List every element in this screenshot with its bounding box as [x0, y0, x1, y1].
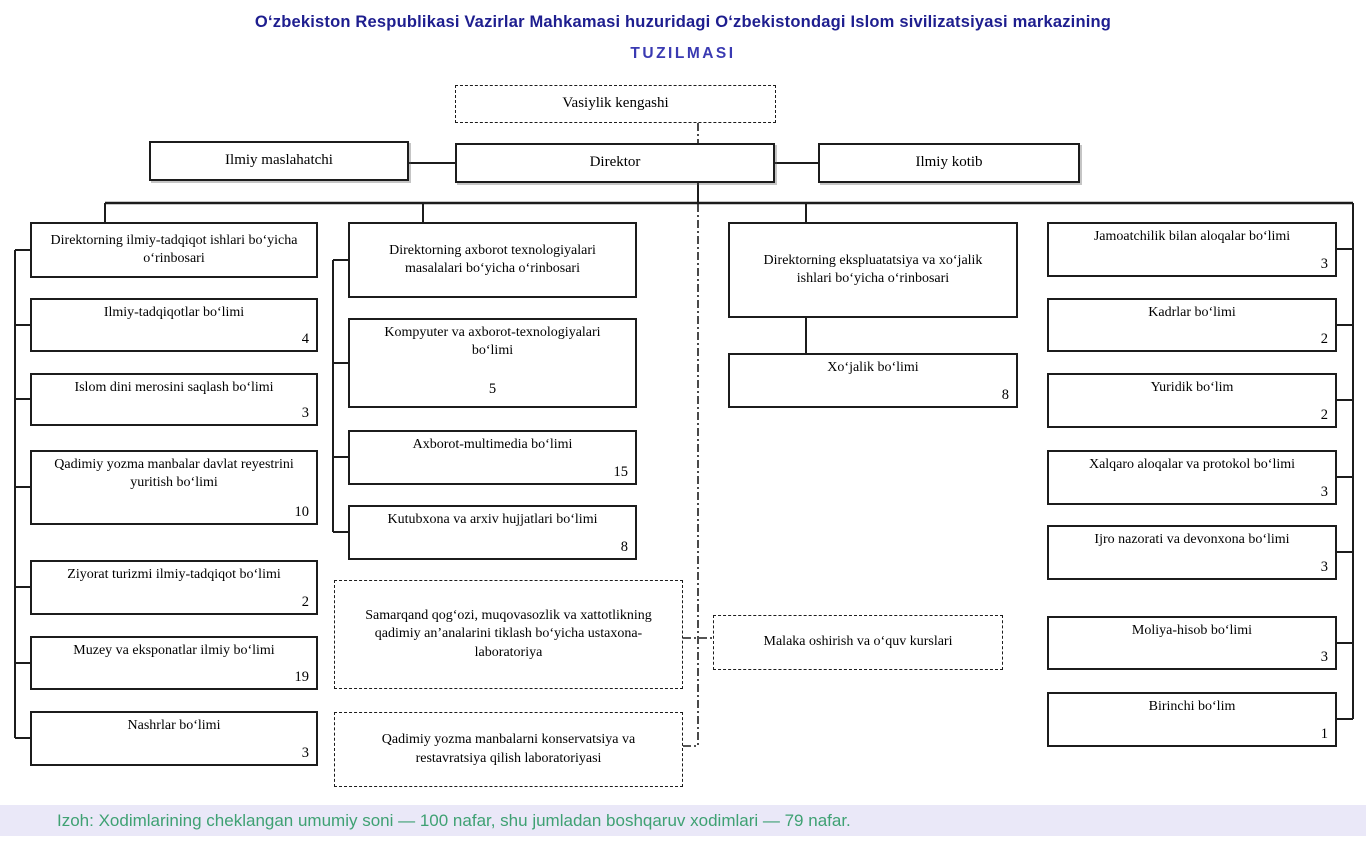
box-direktor: Direktor	[455, 143, 775, 183]
box-birinchi: Birinchi bo‘lim 1	[1047, 692, 1337, 747]
box-label: Samarqand qog‘ozi, muqovasozlik va xatto…	[365, 608, 652, 660]
box-xalqaro-protokol: Xalqaro aloqalar va protokol bo‘limi 3	[1047, 450, 1337, 505]
box-xojalik: Xo‘jalik bo‘limi 8	[728, 353, 1018, 408]
box-label: Xalqaro aloqalar va protokol bo‘limi	[1088, 457, 1296, 472]
box-label: Malaka oshirish va o‘quv kurslari	[763, 634, 953, 650]
box-nashrlar: Nashrlar bo‘limi 3	[30, 711, 318, 766]
box-yuridik: Yuridik bo‘lim 2	[1047, 373, 1337, 428]
staff-count: 3	[1320, 256, 1328, 273]
footer-note-band: Izoh: Xodimlarining cheklangan umumiy so…	[0, 805, 1366, 836]
box-label: Birinchi bo‘lim	[1148, 699, 1236, 714]
box-label: Ilmiy-tadqiqotlar bo‘limi	[103, 305, 245, 320]
box-islom-dini-merosi: Islom dini merosini saqlash bo‘limi 3	[30, 373, 318, 426]
staff-count: 3	[1320, 649, 1328, 666]
box-label: Jamoatchilik bilan aloqalar bo‘limi	[1093, 229, 1291, 244]
staff-count: 15	[613, 464, 629, 481]
box-deputy-research: Direktorning ilmiy-tadqiqot ishlari bo‘y…	[30, 222, 318, 278]
box-label: Vasiylik kengashi	[562, 95, 669, 112]
staff-count: 4	[301, 331, 309, 348]
box-kutubxona-arxiv: Kutubxona va arxiv hujjatlari bo‘limi 8	[348, 505, 637, 560]
box-jamoatchilik-aloqalar: Jamoatchilik bilan aloqalar bo‘limi 3	[1047, 222, 1337, 277]
staff-count: 5	[488, 381, 497, 398]
box-label: Qadimiy yozma manbalar davlat reyestrini…	[54, 457, 294, 491]
page-title: O‘zbekiston Respublikasi Vazirlar Mahkam…	[254, 13, 1112, 31]
staff-count: 3	[301, 405, 309, 422]
staff-count: 2	[301, 594, 309, 611]
box-konservatsiya-lab: Qadimiy yozma manbalarni konservatsiya v…	[334, 712, 683, 787]
box-label: Xo‘jalik bo‘limi	[827, 360, 919, 375]
box-ijro-devonxona: Ijro nazorati va devonxona bo‘limi 3	[1047, 525, 1337, 580]
box-deputy-xojalik: Direktorning ekspluatatsiya va xo‘jalik …	[728, 222, 1018, 318]
staff-count: 3	[301, 745, 309, 762]
box-label: Ilmiy kotib	[915, 154, 983, 171]
staff-count: 2	[1320, 331, 1328, 348]
staff-count: 2	[1320, 407, 1328, 424]
box-label: Muzey va eksponatlar ilmiy bo‘limi	[73, 643, 275, 658]
box-label: Direktorning axborot texnologiyalari mas…	[389, 242, 596, 276]
box-label: Islom dini merosini saqlash bo‘limi	[74, 380, 274, 395]
staff-count: 3	[1320, 484, 1328, 501]
box-vasiylik-kengashi: Vasiylik kengashi	[455, 85, 776, 123]
box-label: Moliya-hisob bo‘limi	[1131, 623, 1253, 638]
box-muzey-eksponatlar: Muzey va eksponatlar ilmiy bo‘limi 19	[30, 636, 318, 690]
box-ilmiy-kotib: Ilmiy kotib	[818, 143, 1080, 183]
box-malaka-oshirish: Malaka oshirish va o‘quv kurslari	[713, 615, 1003, 670]
box-kadrlar: Kadrlar bo‘limi 2	[1047, 298, 1337, 352]
box-ziyorat-turizmi: Ziyorat turizmi ilmiy-tadqiqot bo‘limi 2	[30, 560, 318, 615]
staff-count: 8	[1001, 387, 1009, 404]
staff-count: 3	[1320, 559, 1328, 576]
box-label: Direktorning ekspluatatsiya va xo‘jalik …	[763, 252, 983, 286]
page-subtitle: TUZILMASI	[630, 45, 736, 62]
staff-count: 19	[294, 669, 310, 686]
box-label: Axborot-multimedia bo‘limi	[412, 437, 573, 452]
dashed-connectors	[683, 123, 713, 747]
box-label: Kompyuter va axborot-texnologiyalari bo‘…	[384, 325, 601, 359]
box-ilmiy-maslahatchi: Ilmiy maslahatchi	[149, 141, 409, 181]
box-label: Kutubxona va arxiv hujjatlari bo‘limi	[387, 512, 598, 527]
staff-count: 8	[620, 539, 628, 556]
box-label: Qadimiy yozma manbalarni konservatsiya v…	[381, 732, 636, 766]
box-label: Nashrlar bo‘limi	[127, 718, 221, 733]
box-label: Direktor	[589, 154, 641, 171]
box-label: Ijro nazorati va devonxona bo‘limi	[1094, 532, 1290, 547]
box-ilmiy-tadqiqotlar: Ilmiy-tadqiqotlar bo‘limi 4	[30, 298, 318, 352]
box-kompyuter-at: Kompyuter va axborot-texnologiyalari bo‘…	[348, 318, 637, 408]
box-davlat-reyestri: Qadimiy yozma manbalar davlat reyestrini…	[30, 450, 318, 525]
box-label: Kadrlar bo‘limi	[1148, 305, 1236, 320]
staff-count: 10	[294, 504, 310, 521]
box-samarqand-qogozi-lab: Samarqand qog‘ozi, muqovasozlik va xatto…	[334, 580, 683, 689]
box-deputy-it: Direktorning axborot texnologiyalari mas…	[348, 222, 637, 298]
box-label: Ilmiy maslahatchi	[225, 152, 333, 169]
box-label: Direktorning ilmiy-tadqiqot ishlari bo‘y…	[50, 232, 298, 266]
box-label: Ziyorat turizmi ilmiy-tadqiqot bo‘limi	[67, 567, 281, 582]
staff-count: 1	[1320, 726, 1328, 743]
box-axborot-multimedia: Axborot-multimedia bo‘limi 15	[348, 430, 637, 485]
footer-note: Izoh: Xodimlarining cheklangan umumiy so…	[57, 810, 851, 830]
box-label: Yuridik bo‘lim	[1150, 380, 1234, 395]
box-moliya-hisob: Moliya-hisob bo‘limi 3	[1047, 616, 1337, 670]
